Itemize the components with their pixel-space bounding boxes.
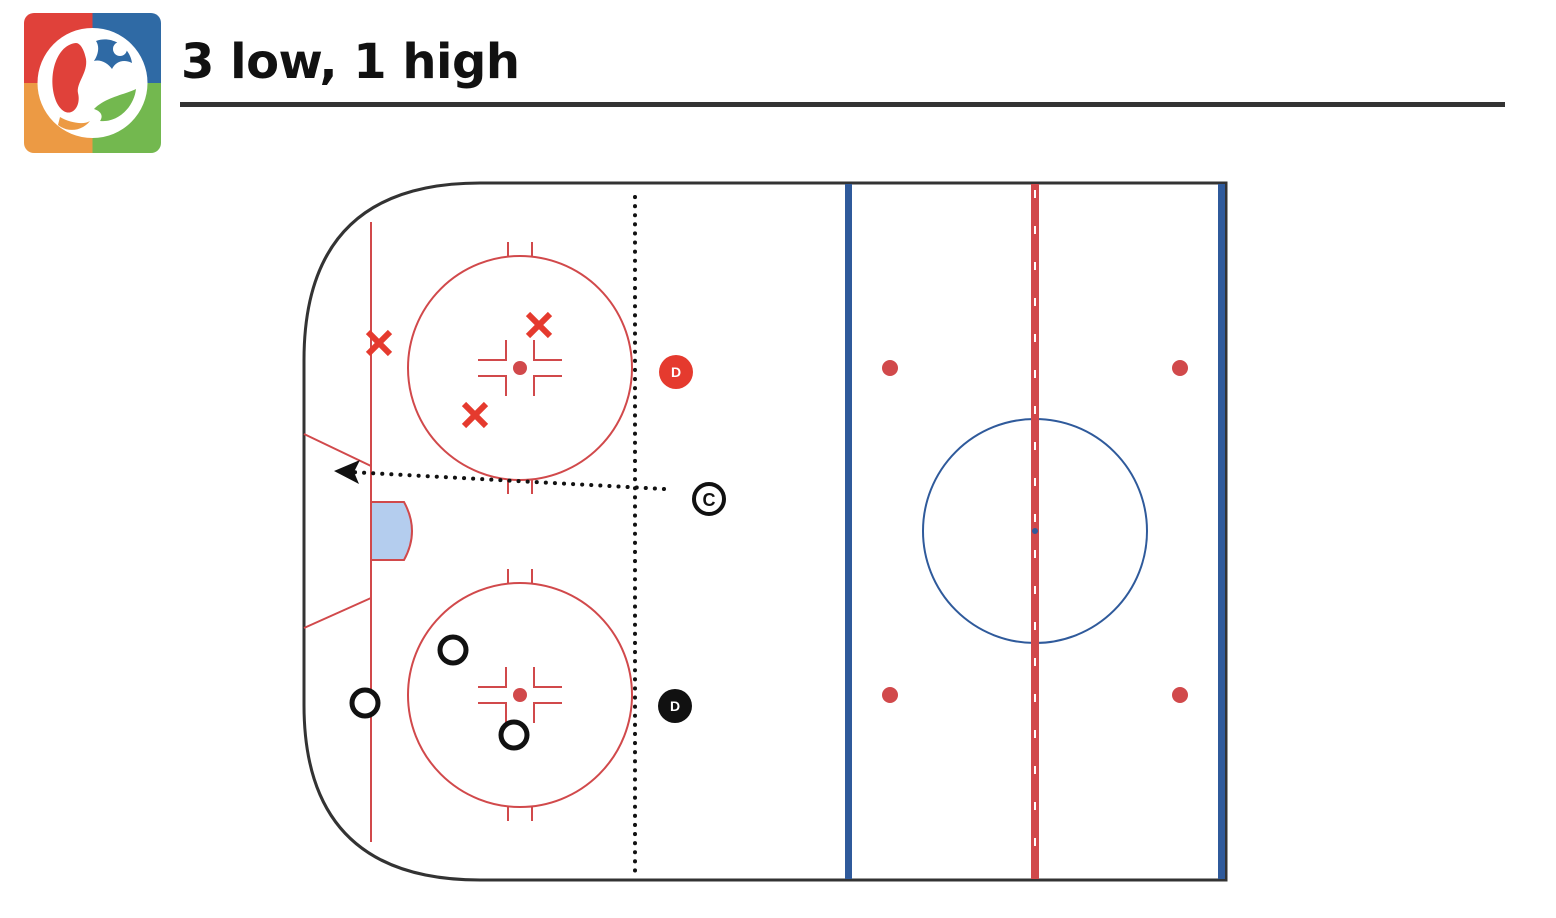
red-defense-label: D — [671, 364, 681, 380]
blue-line — [845, 184, 852, 879]
goal-crease — [370, 501, 413, 561]
neutral-zone-dot — [882, 687, 898, 703]
far-blue-line — [1218, 184, 1225, 879]
black-defense-label: D — [670, 698, 680, 714]
trapezoid-line-top — [303, 433, 372, 467]
page-title: 3 low, 1 high — [181, 34, 520, 90]
red-player-x[interactable] — [461, 401, 489, 429]
red-defense-player[interactable]: D — [659, 355, 693, 389]
neutral-zone-dot — [1172, 360, 1188, 376]
red-player-x[interactable] — [525, 311, 553, 339]
black-player-o[interactable] — [437, 634, 469, 666]
neutral-zone-dot — [882, 360, 898, 376]
black-player-o[interactable] — [498, 719, 530, 751]
black-player-o[interactable] — [349, 687, 381, 719]
red-player-x[interactable] — [365, 329, 393, 357]
pass-arrow — [334, 460, 666, 491]
center-faceoff-dot — [1032, 528, 1038, 534]
trapezoid-line-bottom — [303, 597, 372, 629]
title-divider — [180, 102, 1505, 107]
black-defense-player[interactable]: D — [658, 689, 692, 723]
coach-label: C — [703, 490, 716, 510]
coach-marker[interactable]: C — [692, 482, 726, 516]
neutral-zone-dot — [1172, 687, 1188, 703]
faceoff-circle-bottom — [407, 569, 633, 821]
logo — [24, 13, 161, 153]
